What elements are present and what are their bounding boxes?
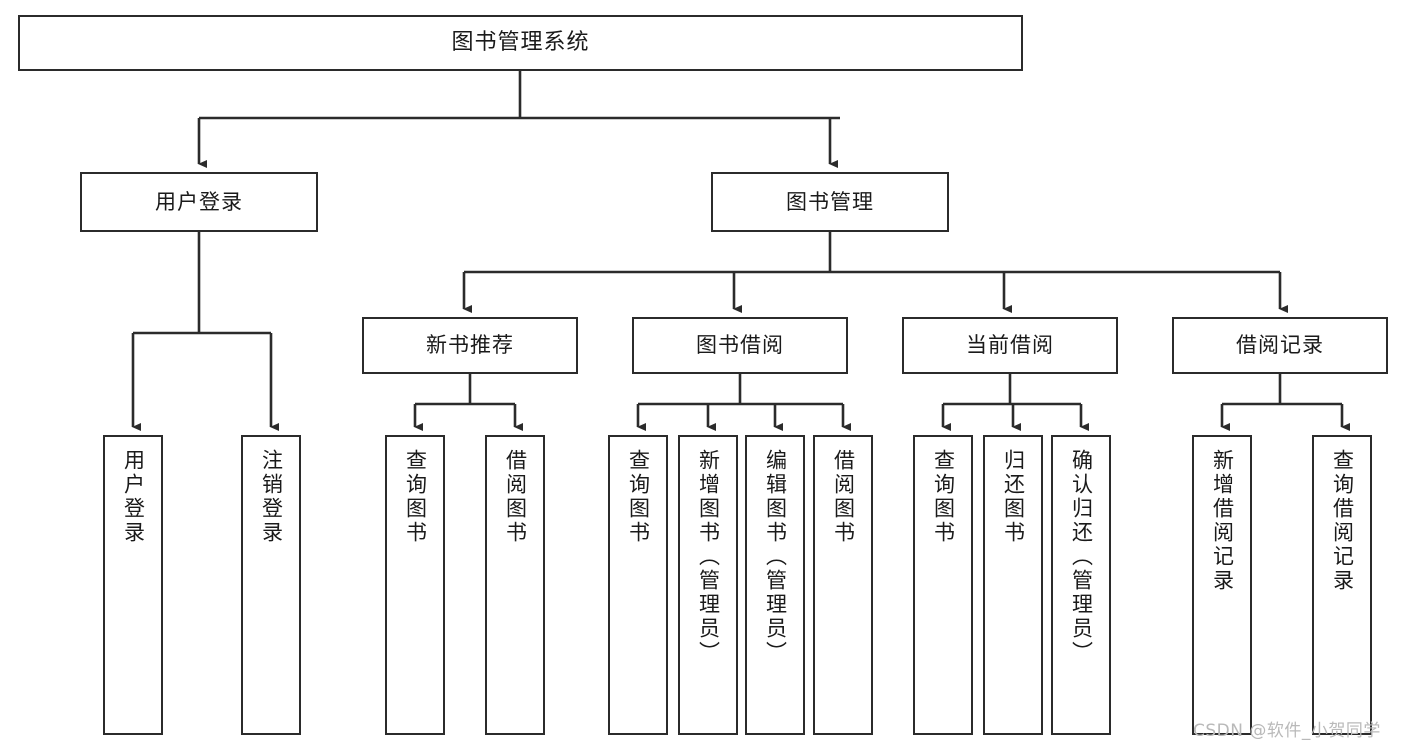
- leaf-return-book-label: 归还图书: [1001, 449, 1026, 545]
- node-book-borrow-label: 图书借阅: [696, 333, 784, 358]
- leaf-query-book-new[interactable]: 查询图书: [385, 435, 445, 735]
- leaf-query-book-borrow[interactable]: 查询图书: [608, 435, 668, 735]
- leaf-borrow-book-new[interactable]: 借阅图书: [485, 435, 545, 735]
- leaf-query-borrow-record-label: 查询借阅记录: [1330, 449, 1355, 593]
- leaf-query-book-borrow-label: 查询图书: [626, 449, 651, 545]
- connectors-root-to-level1: [197, 71, 840, 168]
- node-book-management-label: 图书管理: [786, 189, 874, 214]
- node-borrow-records-label: 借阅记录: [1236, 333, 1324, 358]
- connectors-userlogin-to-leaves: [131, 232, 279, 431]
- leaf-edit-book-admin-label: 编辑图书（管理员）: [763, 449, 788, 665]
- leaf-user-logout-label: 注销登录: [259, 449, 284, 545]
- node-user-login[interactable]: 用户登录: [80, 172, 318, 232]
- csdn-watermark: CSDN @软件_小贺同学: [1193, 721, 1381, 741]
- node-borrow-records[interactable]: 借阅记录: [1172, 317, 1388, 374]
- leaf-confirm-return-admin-label: 确认归还（管理员）: [1069, 449, 1094, 665]
- leaf-user-logout[interactable]: 注销登录: [241, 435, 301, 735]
- node-root-system-label: 图书管理系统: [451, 30, 590, 56]
- node-current-borrow[interactable]: 当前借阅: [902, 317, 1118, 374]
- connectors-current-to-leaves: [941, 374, 1089, 431]
- leaf-add-book-admin-label: 新增图书（管理员）: [696, 449, 721, 665]
- leaf-edit-book-admin[interactable]: 编辑图书（管理员）: [745, 435, 805, 735]
- leaf-borrow-book-label: 借阅图书: [831, 449, 856, 545]
- node-new-book-recommend-label: 新书推荐: [426, 333, 514, 358]
- node-book-borrow[interactable]: 图书借阅: [632, 317, 848, 374]
- leaf-add-borrow-record[interactable]: 新增借阅记录: [1192, 435, 1252, 735]
- leaf-user-login-label: 用户登录: [121, 449, 146, 545]
- connectors-records-to-leaves: [1220, 374, 1350, 431]
- connectors-borrow-to-leaves: [636, 374, 851, 431]
- leaf-add-book-admin[interactable]: 新增图书（管理员）: [678, 435, 738, 735]
- node-user-login-label: 用户登录: [155, 189, 243, 214]
- leaf-query-book-current[interactable]: 查询图书: [913, 435, 973, 735]
- leaf-query-borrow-record[interactable]: 查询借阅记录: [1312, 435, 1372, 735]
- leaf-return-book[interactable]: 归还图书: [983, 435, 1043, 735]
- node-current-borrow-label: 当前借阅: [966, 333, 1054, 358]
- connectors-newbook-to-leaves: [413, 374, 523, 431]
- connectors-bookmgmt-to-level2: [462, 232, 1288, 313]
- leaf-confirm-return-admin[interactable]: 确认归还（管理员）: [1051, 435, 1111, 735]
- node-book-management[interactable]: 图书管理: [711, 172, 949, 232]
- leaf-add-borrow-record-label: 新增借阅记录: [1210, 449, 1235, 593]
- leaf-query-book-current-label: 查询图书: [931, 449, 956, 545]
- node-new-book-recommend[interactable]: 新书推荐: [362, 317, 578, 374]
- node-root-system[interactable]: 图书管理系统: [18, 15, 1023, 71]
- leaf-borrow-book[interactable]: 借阅图书: [813, 435, 873, 735]
- leaf-query-book-new-label: 查询图书: [403, 449, 428, 545]
- leaf-user-login[interactable]: 用户登录: [103, 435, 163, 735]
- leaf-borrow-book-new-label: 借阅图书: [503, 449, 528, 545]
